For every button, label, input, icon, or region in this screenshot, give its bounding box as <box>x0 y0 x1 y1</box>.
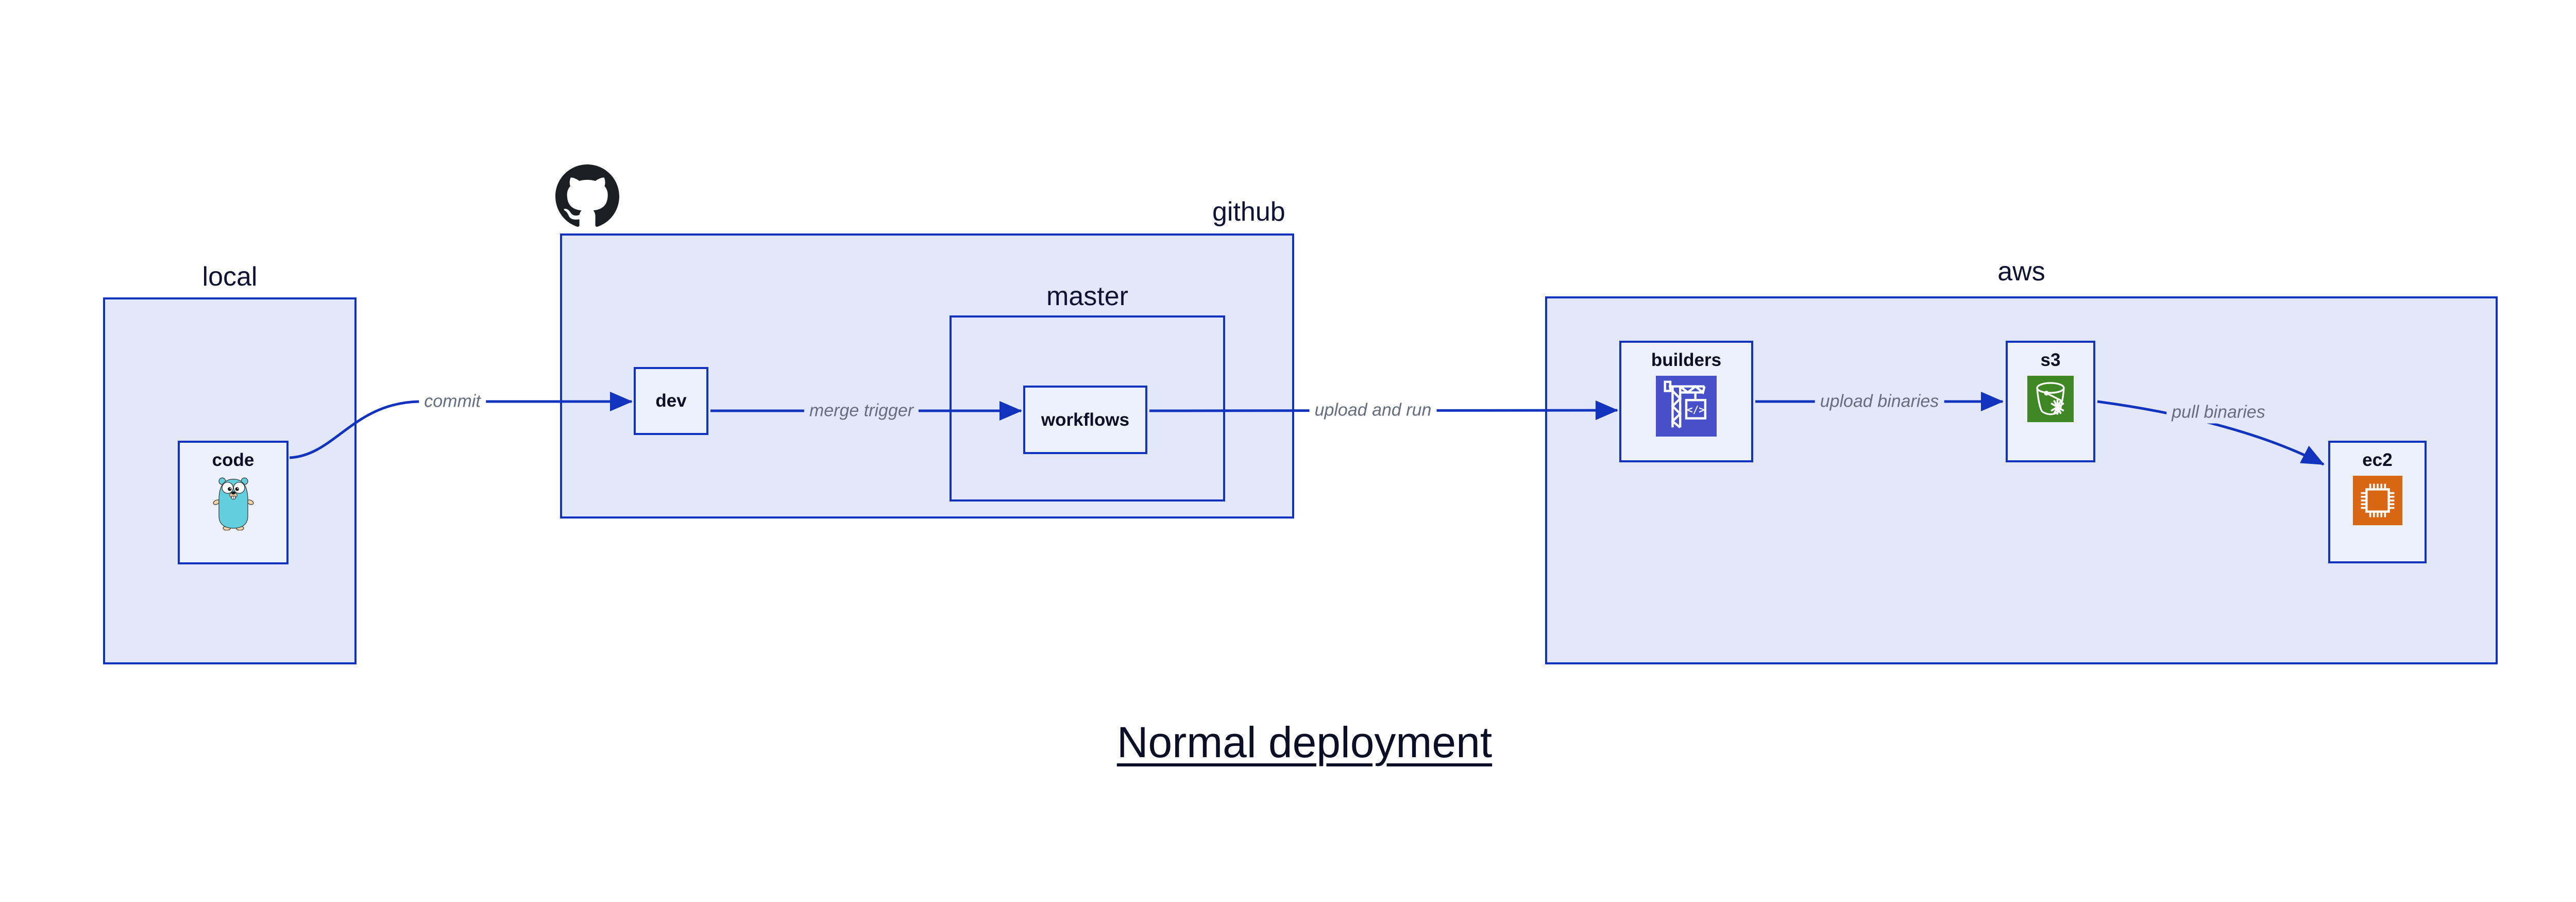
edge-label-upload-and-run: upload and run <box>1309 399 1437 422</box>
group-label-master: master <box>1046 281 1128 311</box>
node-dev: dev <box>634 367 708 435</box>
group-label-aws: aws <box>1997 257 2045 287</box>
node-workflows: workflows <box>1023 386 1147 454</box>
node-label-dev: dev <box>655 391 687 411</box>
group-label-github: github <box>1212 197 1285 227</box>
node-label-builders: builders <box>1651 350 1722 370</box>
node-ec2: ec2 <box>2328 441 2427 563</box>
node-builders: builders </> <box>1619 341 1753 462</box>
node-label-workflows: workflows <box>1041 409 1130 430</box>
node-label-code: code <box>212 450 255 470</box>
svg-text:</>: </> <box>1687 404 1705 415</box>
go-gopher-icon <box>213 476 254 533</box>
edge-label-upload-binaries: upload binaries <box>1815 390 1944 413</box>
edge-label-commit: commit <box>419 390 486 413</box>
node-label-s3: s3 <box>2040 350 2061 370</box>
aws-codebuild-icon: </> <box>1656 376 1717 439</box>
edge-label-merge-trigger: merge trigger <box>804 399 919 422</box>
node-code: code <box>178 441 289 564</box>
diagram-title: Normal deployment <box>1116 718 1493 766</box>
node-label-ec2: ec2 <box>2362 450 2393 470</box>
node-s3: s3 <box>2006 341 2095 462</box>
group-label-local: local <box>202 262 258 292</box>
aws-s3-bucket-icon <box>2027 376 2074 425</box>
aws-ec2-chip-icon <box>2352 476 2402 528</box>
github-octocat-icon <box>555 164 619 228</box>
edge-label-pull-binaries: pull binaries <box>2166 401 2270 424</box>
